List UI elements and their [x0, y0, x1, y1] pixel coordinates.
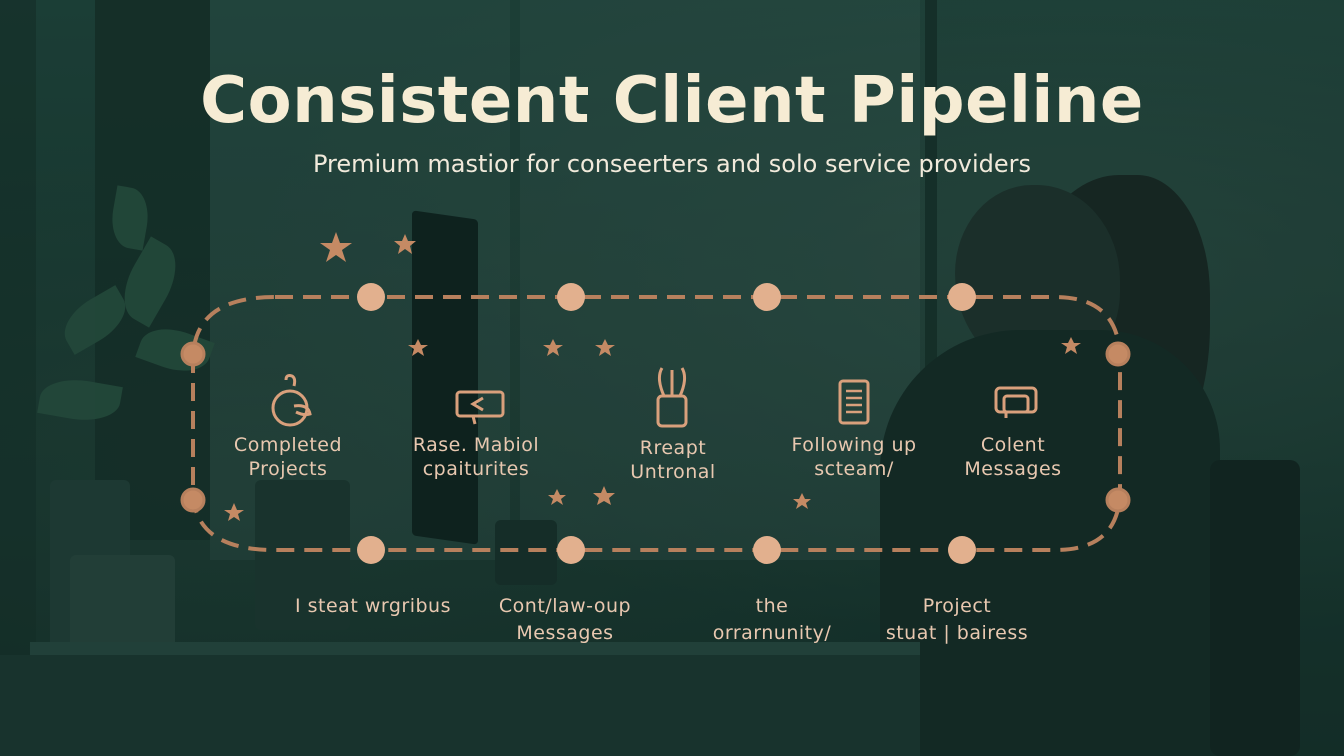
decor-stars [224, 232, 1081, 521]
person-body [880, 330, 1220, 756]
desk-edge [30, 642, 920, 658]
bottom-label: I steat wrgribus [274, 593, 472, 620]
pipeline-node-bottom-3 [753, 536, 781, 564]
star-icon [593, 486, 615, 505]
ticket-icon [455, 390, 505, 425]
wall-edge [0, 0, 36, 756]
bottom-label: Project stuat | bairess [872, 593, 1042, 647]
stage-label: Rreapt Untronal [608, 436, 738, 484]
chat-icon [994, 386, 1038, 418]
stage-label-line: Completed [233, 434, 343, 456]
desk [0, 655, 920, 756]
pipeline-node-top-2 [557, 283, 585, 311]
star-icon [543, 339, 563, 356]
bottom-label: Cont/law-oup Messages [490, 593, 640, 647]
stage-label-line: Projects [248, 458, 328, 480]
star-icon [548, 489, 566, 505]
window-pane [520, 0, 920, 560]
star-icon [1061, 337, 1081, 354]
pipeline-node-left-bottom [180, 487, 206, 513]
pipeline-node-top-1 [357, 283, 385, 311]
page-subtitle: Premium mastior for conseerters and solo… [312, 150, 1032, 178]
mug [495, 520, 557, 585]
stage-label-line: cpaiturites [422, 458, 530, 480]
stage-label-line: Rreapt [639, 437, 707, 459]
star-icon [408, 339, 428, 356]
cup-icon [656, 367, 688, 428]
star-icon [394, 234, 416, 254]
stage-label-line: Following up [791, 434, 917, 456]
star-icon [793, 493, 811, 509]
stage-label: Completed Projects [217, 433, 359, 481]
pipeline-node-left-top [180, 341, 206, 367]
pipeline-node-top-3 [753, 283, 781, 311]
stage-label: Rase. Mabiol cpaiturites [400, 433, 552, 481]
stage-label: Colent Messages [950, 433, 1076, 481]
star-icon [320, 232, 352, 262]
bottom-label-line: Project [922, 595, 992, 617]
bottom-label: the orrarnunity/ [696, 593, 848, 647]
stage-label: Following up scteam/ [780, 433, 928, 481]
pipeline-node-right-bottom [1105, 487, 1131, 513]
pipeline-node-bottom-4 [948, 536, 976, 564]
document-icon [838, 379, 870, 425]
timer-icon [271, 374, 312, 427]
stage-label-line: Messages [964, 458, 1062, 480]
bottom-label-line: Cont/law-oup [498, 595, 632, 617]
office-chair [1210, 460, 1300, 756]
stage-label-line: Rase. Mabiol [412, 434, 540, 456]
star-icon [224, 503, 244, 521]
pipeline-node-bottom-1 [357, 536, 385, 564]
star-icon [595, 339, 615, 356]
pipeline-track [191, 295, 1122, 552]
page-title: Consistent Client Pipeline [200, 64, 1144, 138]
bottom-label-line: Messages [516, 622, 614, 644]
stage-label-line: scteam/ [814, 458, 894, 480]
bottom-label-line: the [755, 595, 789, 617]
bottom-label-line: stuat | bairess [885, 622, 1029, 644]
stage-label-line: Colent [980, 434, 1046, 456]
bottom-label-line: orrarnunity/ [712, 622, 832, 644]
bottom-label-line: I steat wrgribus [295, 595, 451, 617]
stage-label-line: Untronal [630, 461, 716, 483]
pipeline-node-right-top [1105, 341, 1131, 367]
pipeline-node-bottom-2 [557, 536, 585, 564]
pipeline-node-top-4 [948, 283, 976, 311]
mug [255, 480, 350, 630]
